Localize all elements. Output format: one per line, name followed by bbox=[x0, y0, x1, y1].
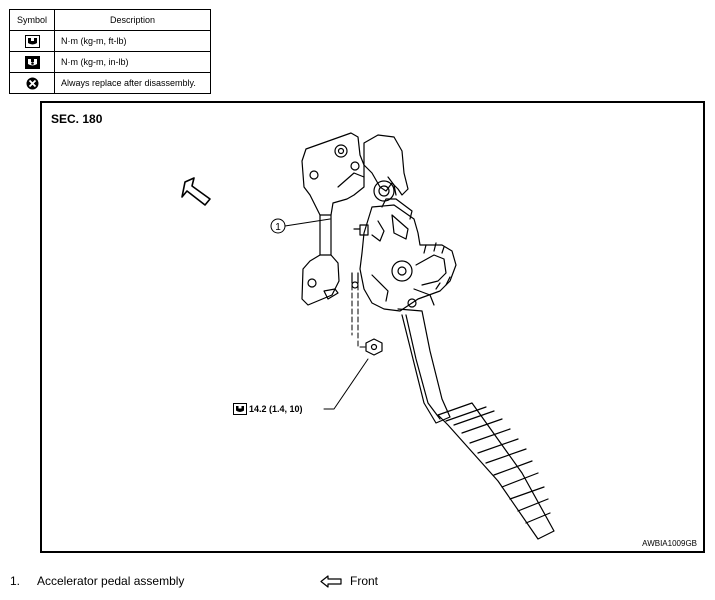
torque-wrench-in-lb-icon bbox=[24, 55, 40, 69]
always-replace-icon bbox=[26, 77, 38, 89]
legend-header-row: Symbol Description bbox=[9, 9, 211, 31]
legend-description: N·m (kg-m, ft-lb) bbox=[54, 30, 211, 52]
symbol-legend-table: Symbol Description N·m (kg-m, ft-lb) N·m… bbox=[9, 9, 211, 94]
torque-value: 14.2 (1.4, 10) bbox=[249, 404, 303, 414]
diagram-frame: SEC. 180 bbox=[40, 101, 705, 553]
legend-header-symbol: Symbol bbox=[9, 9, 55, 31]
front-direction-arrow-icon bbox=[181, 177, 211, 206]
parts-list-name: Accelerator pedal assembly bbox=[37, 574, 185, 588]
pedal-bracket bbox=[301, 132, 365, 306]
torque-leader-line bbox=[323, 358, 369, 410]
legend-header-description: Description bbox=[54, 9, 211, 31]
parts-list-number: 1. bbox=[10, 574, 21, 588]
front-label: Front bbox=[350, 574, 379, 588]
figure-code: AWBIA1009GB bbox=[642, 539, 697, 548]
callout-1-label: 1 bbox=[275, 222, 281, 233]
legend-description: Always replace after disassembly. bbox=[54, 72, 211, 94]
torque-wrench-ft-lb-icon bbox=[24, 34, 40, 48]
torque-spec-label: 14.2 (1.4, 10) bbox=[233, 403, 303, 415]
legend-row: N·m (kg-m, ft-lb) bbox=[9, 30, 211, 52]
accelerator-pedal-drawing: 1 bbox=[181, 132, 555, 540]
pedal-arm-and-pad bbox=[397, 308, 555, 540]
flange-nut-icon bbox=[365, 338, 383, 356]
legend-row: N·m (kg-m, in-lb) bbox=[9, 51, 211, 73]
front-arrow-icon bbox=[320, 574, 342, 588]
torque-wrench-icon bbox=[233, 403, 247, 415]
callout-1-leader bbox=[270, 218, 331, 234]
pedal-housing bbox=[351, 134, 457, 312]
legend-row: Always replace after disassembly. bbox=[9, 72, 211, 94]
front-legend: Front bbox=[320, 574, 378, 588]
section-label: SEC. 180 bbox=[51, 112, 103, 126]
legend-description: N·m (kg-m, in-lb) bbox=[54, 51, 211, 73]
fastener-alignment-lines bbox=[351, 284, 369, 348]
